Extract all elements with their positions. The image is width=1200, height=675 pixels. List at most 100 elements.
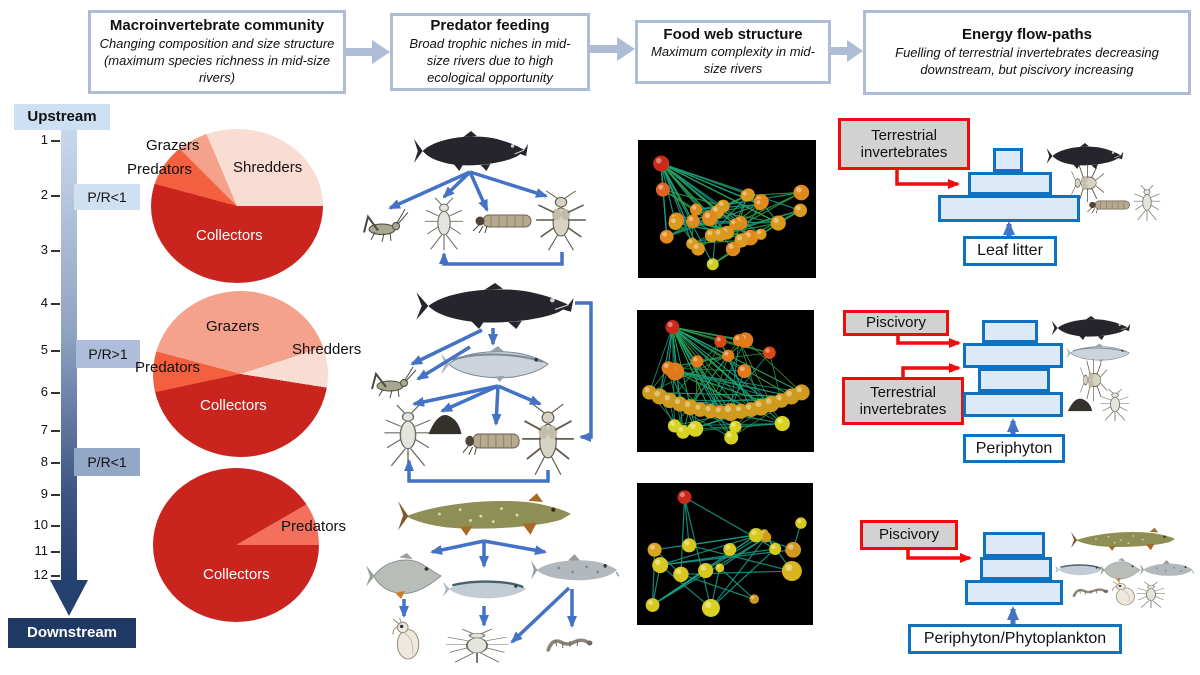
web-node xyxy=(748,528,764,543)
mayfly-nymph-icon xyxy=(1136,581,1166,609)
stonefly-nymph-icon xyxy=(1068,163,1108,203)
web-node xyxy=(652,557,669,574)
caddis-larva-icon xyxy=(1086,196,1134,214)
bream-art xyxy=(1100,558,1141,582)
web-node xyxy=(781,561,802,582)
tick-label: 3 xyxy=(40,242,48,257)
header-box-macroinvertebrate: Macroinvertebrate community Changing com… xyxy=(88,10,346,94)
stonefly-nymph-art xyxy=(1080,358,1108,402)
web-link xyxy=(672,326,752,410)
stonefly-nymph-art xyxy=(1071,163,1105,203)
web-link xyxy=(672,326,792,397)
pie-chart-downstream: Predators Collectors xyxy=(153,468,346,622)
web-node xyxy=(770,215,786,231)
header-box-food-web: Food web structure Maximum complexity in… xyxy=(635,20,831,84)
web-node xyxy=(755,228,767,240)
terrestrial-invertebrates-box: Terrestrial invertebrates xyxy=(842,377,964,425)
web-link xyxy=(675,371,772,405)
whitefish-icon xyxy=(441,345,549,383)
stonefly-nymph-icon xyxy=(521,403,575,477)
pie-chart-midriver: Grazers Shredders Predators Collectors xyxy=(135,291,361,457)
food-web-network xyxy=(642,320,810,445)
web-link xyxy=(659,564,712,609)
web-node xyxy=(740,189,753,202)
web-node xyxy=(706,258,719,271)
web-node-highlight xyxy=(654,559,661,566)
web-node-highlight xyxy=(739,366,745,372)
pike-art xyxy=(1071,527,1176,551)
web-node xyxy=(714,335,727,348)
header-subtitle: Maximum complexity in mid-size rivers xyxy=(651,44,815,77)
pie-label-collectors: Collectors xyxy=(196,227,263,244)
web-node-highlight xyxy=(737,235,742,241)
web-node xyxy=(763,346,776,360)
web-node-highlight xyxy=(726,432,732,438)
header-title: Energy flow-paths xyxy=(961,26,1092,44)
web-node-highlight xyxy=(719,201,724,207)
bleak-art xyxy=(443,580,527,599)
stonefly-nymph-art xyxy=(536,190,586,251)
web-node-highlight xyxy=(716,564,720,568)
web-node xyxy=(793,184,810,201)
tick-mark xyxy=(51,392,60,394)
stonefly-nymph-art xyxy=(522,403,574,476)
web-link xyxy=(684,496,776,550)
web-node-highlight xyxy=(765,398,772,405)
pie-downstream xyxy=(153,468,319,622)
web-node-highlight xyxy=(650,544,655,550)
water-flea-icon xyxy=(391,618,423,662)
web-link xyxy=(675,371,792,397)
tick-mark xyxy=(51,195,60,197)
web-link xyxy=(672,326,729,357)
header-subtitle: Fuelling of terrestrial invertebrates de… xyxy=(895,44,1159,77)
web-link xyxy=(662,189,724,207)
web-node-highlight xyxy=(755,401,762,408)
mayfly-nymph-art xyxy=(1100,388,1130,421)
stonefly-nymph-icon xyxy=(1072,358,1116,402)
tick-mark xyxy=(51,575,60,577)
mayfly-nymph-art xyxy=(445,628,509,663)
web-node xyxy=(793,203,808,218)
pie-label-predators: Predators xyxy=(127,161,193,178)
web-node-highlight xyxy=(655,157,662,164)
web-node-highlight xyxy=(746,404,752,410)
web-node-highlight xyxy=(692,205,697,210)
web-node xyxy=(725,241,741,257)
web-node-highlight xyxy=(663,363,669,369)
web-node xyxy=(715,563,725,573)
pie-label-collectors: Collectors xyxy=(203,566,270,583)
web-link xyxy=(710,548,776,609)
web-link xyxy=(672,326,721,413)
web-node xyxy=(691,242,705,256)
periphyton-phytoplankton-box: Periphyton/Phytoplankton xyxy=(908,624,1122,654)
web-node-highlight xyxy=(724,351,729,356)
web-link xyxy=(660,548,776,566)
limpet-art xyxy=(428,414,462,435)
web-node-highlight xyxy=(785,564,793,572)
water-flea-icon xyxy=(1111,581,1138,607)
pike-icon xyxy=(1071,526,1177,552)
chironomid-larva-art xyxy=(546,638,593,652)
tick-label: 1 xyxy=(40,132,48,147)
web-node-highlight xyxy=(796,187,802,193)
pie-label-grazers: Grazers xyxy=(206,318,260,335)
web-link xyxy=(660,163,693,244)
web-node-highlight xyxy=(756,200,761,205)
pyramid-tier-top xyxy=(983,532,1045,557)
web-link xyxy=(744,370,783,424)
web-node-highlight xyxy=(776,395,782,401)
web-link xyxy=(651,549,656,606)
web-link xyxy=(683,497,690,546)
energy-source-arrows xyxy=(895,170,972,563)
mayfly-nymph-icon xyxy=(1133,184,1161,222)
web-node xyxy=(655,182,670,197)
header-title: Macroinvertebrate community xyxy=(109,17,325,35)
mayfly-nymph-art xyxy=(1136,581,1166,609)
tick-label: 6 xyxy=(40,384,48,399)
web-node xyxy=(682,538,697,553)
tick-mark xyxy=(51,494,60,496)
bleak-icon xyxy=(1055,561,1103,578)
web-node xyxy=(668,216,683,231)
web-node-highlight xyxy=(735,405,742,412)
web-node xyxy=(673,566,689,582)
